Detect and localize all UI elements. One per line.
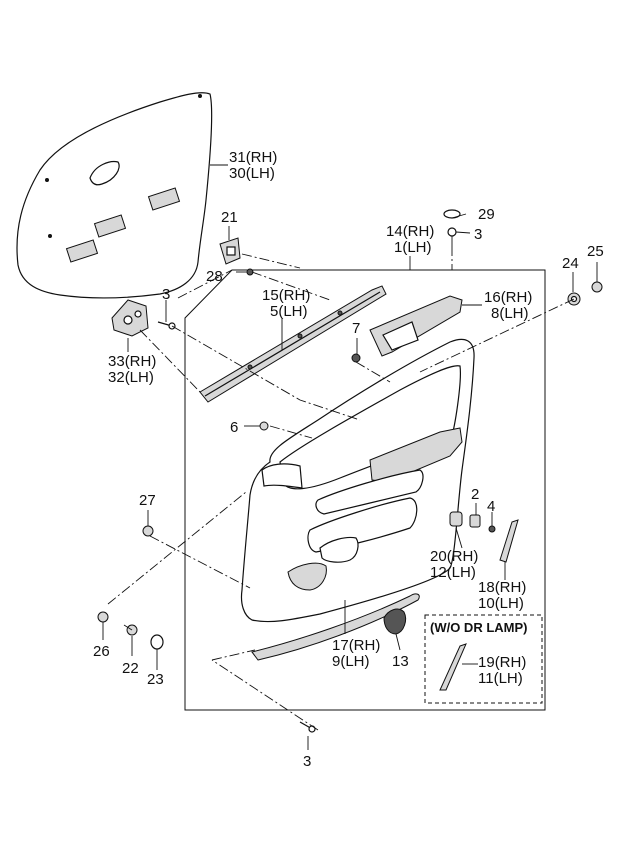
svg-text:8(LH): 8(LH) xyxy=(491,305,529,322)
svg-text:15(RH): 15(RH) xyxy=(262,287,310,304)
svg-text:20(RH): 20(RH) xyxy=(430,548,478,565)
svg-text:19(RH): 19(RH) xyxy=(478,654,526,671)
label-2: 2 xyxy=(471,486,479,503)
cap-25 xyxy=(591,281,603,293)
svg-text:9(LH): 9(LH) xyxy=(332,653,370,670)
label-33-32: 33(RH) 32(LH) xyxy=(108,353,156,386)
svg-text:5(LH): 5(LH) xyxy=(270,303,308,320)
label-27: 27 xyxy=(139,492,156,509)
label-31-30: 31(RH) 30(LH) xyxy=(229,149,277,182)
label-6: 6 xyxy=(230,419,238,436)
label-17-9: 17(RH) 9(LH) xyxy=(332,637,380,670)
label-3-top: 3 xyxy=(474,226,482,243)
svg-text:10(LH): 10(LH) xyxy=(478,595,524,612)
wo-dr-lamp-note: (W/O DR LAMP) xyxy=(430,620,527,635)
label-28: 28 xyxy=(206,268,223,285)
label-4: 4 xyxy=(487,498,495,515)
label-25: 25 xyxy=(587,243,604,260)
label-15-5: 15(RH) 5(LH) xyxy=(262,287,310,320)
phantom-lines xyxy=(107,246,575,731)
clip-7 xyxy=(351,353,361,363)
clip-6 xyxy=(259,421,269,431)
svg-text:14(RH): 14(RH) xyxy=(386,223,434,240)
svg-text:12(LH): 12(LH) xyxy=(430,564,476,581)
label-26: 26 xyxy=(93,643,110,660)
speaker-13 xyxy=(383,608,407,635)
armrest-cover-16 xyxy=(369,295,463,357)
label-23: 23 xyxy=(147,671,164,688)
socket-4 xyxy=(488,525,496,533)
leader-lines xyxy=(102,164,598,750)
lower-strip-17 xyxy=(251,593,420,661)
svg-text:31(RH): 31(RH) xyxy=(229,149,277,166)
label-7: 7 xyxy=(352,320,360,337)
label-19-11: 19(RH) 11(LH) xyxy=(478,654,526,687)
label-3-left: 3 xyxy=(162,286,170,303)
svg-text:1(LH): 1(LH) xyxy=(394,239,432,256)
assembly-frame xyxy=(184,269,546,711)
svg-text:33(RH): 33(RH) xyxy=(108,353,156,370)
door-sealing-cover xyxy=(16,92,213,299)
svg-text:32(LH): 32(LH) xyxy=(108,369,154,386)
label-18-10: 18(RH) 10(LH) xyxy=(478,579,526,612)
clip-26 xyxy=(97,611,109,623)
label-16-8: 16(RH) 8(LH) xyxy=(484,289,532,322)
plug-23 xyxy=(150,634,164,650)
label-29: 29 xyxy=(478,206,495,223)
label-22: 22 xyxy=(122,660,139,677)
label-13: 13 xyxy=(392,653,409,670)
svg-text:17(RH): 17(RH) xyxy=(332,637,380,654)
svg-text:30(LH): 30(LH) xyxy=(229,165,275,182)
svg-text:16(RH): 16(RH) xyxy=(484,289,532,306)
screw-3-upper-left xyxy=(157,321,176,330)
door-trim-panel xyxy=(240,338,475,623)
wo-dr-lamp-box xyxy=(424,614,543,704)
label-3-bottom: 3 xyxy=(303,753,311,770)
lamp-18 xyxy=(499,519,519,563)
clip-27 xyxy=(142,525,154,537)
clip-33 xyxy=(111,299,149,337)
label-14-1: 14(RH) 1(LH) xyxy=(386,223,434,256)
svg-text:11(LH): 11(LH) xyxy=(478,670,523,687)
svg-text:18(RH): 18(RH) xyxy=(478,579,526,596)
screw-3-top xyxy=(447,227,457,246)
label-24: 24 xyxy=(562,255,579,272)
label-21: 21 xyxy=(221,209,238,226)
bracket-21 xyxy=(219,237,241,265)
switch-20 xyxy=(449,511,463,527)
bulb-2 xyxy=(469,514,481,528)
window-strip-15 xyxy=(199,285,387,403)
garnish-19 xyxy=(439,643,467,691)
screw-22 xyxy=(123,624,138,636)
label-20-12: 20(RH) 12(LH) xyxy=(430,548,478,581)
